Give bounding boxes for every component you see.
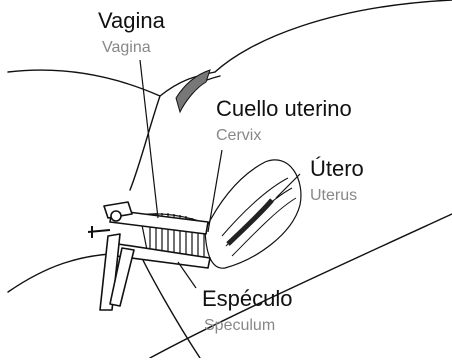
body-contour-upper xyxy=(215,0,452,72)
label-speculum-en: Speculum xyxy=(204,318,275,334)
label-vagina-es: Vagina xyxy=(98,10,165,32)
label-uterus-es: Útero xyxy=(310,158,364,180)
label-uterus-en: Uterus xyxy=(310,188,357,204)
label-speculum-es: Espéculo xyxy=(202,288,293,310)
uterus-body xyxy=(205,160,301,268)
leader-vagina xyxy=(140,60,158,218)
tissue-shading xyxy=(176,70,210,112)
perineum-contour xyxy=(140,254,200,358)
label-vagina-en: Vagina xyxy=(102,40,151,56)
pelvic-inner-line xyxy=(130,96,160,190)
label-cervix-en: Cervix xyxy=(216,128,261,144)
label-cervix-es: Cuello uterino xyxy=(216,98,352,120)
